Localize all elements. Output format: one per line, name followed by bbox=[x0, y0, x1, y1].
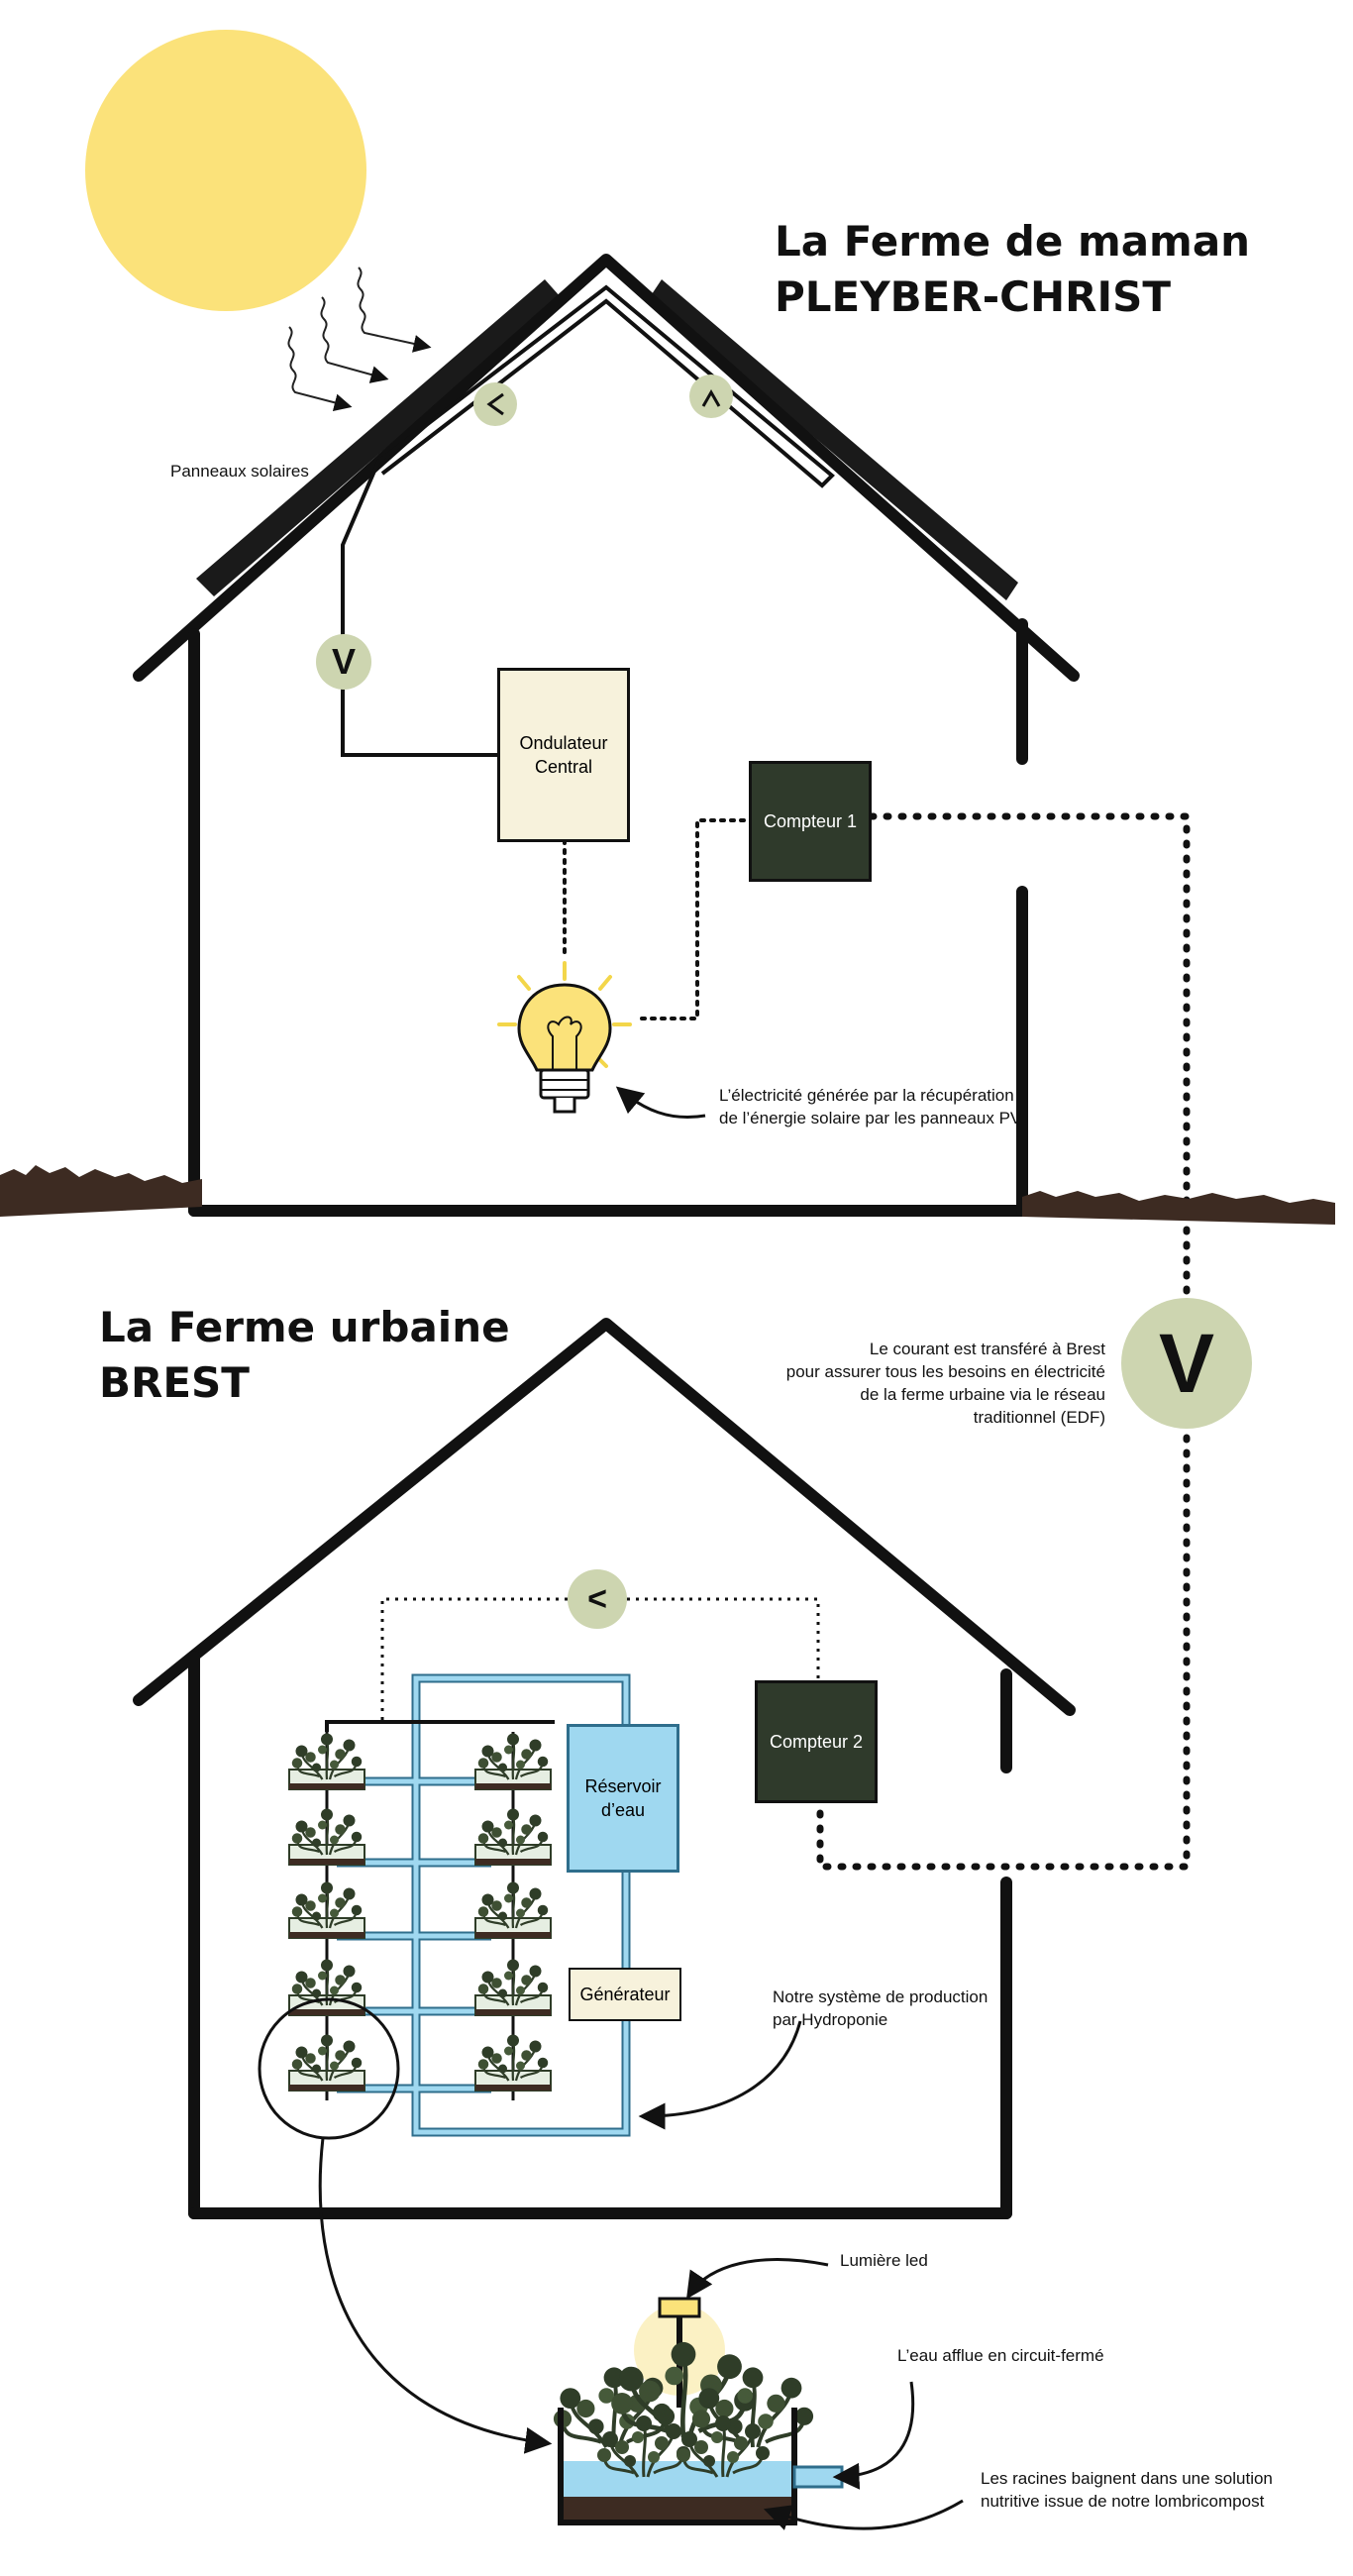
solar-panels bbox=[196, 279, 1018, 600]
roots-line1: Les racines baignent dans une solution bbox=[981, 2469, 1273, 2488]
arrow-down-symbol: V bbox=[331, 641, 356, 682]
water-tank: Réservoir d’eau bbox=[567, 1724, 679, 1873]
solar-panels-label: Panneaux solaires bbox=[170, 462, 309, 481]
meter-2-label: Compteur 2 bbox=[769, 1732, 864, 1752]
plant-trays-left bbox=[289, 1734, 364, 2092]
lightbulb-icon bbox=[497, 961, 632, 1114]
bulb-note-line1: L’électricité générée par la récupératio… bbox=[719, 1086, 1014, 1105]
hydro-line1: Notre système de production bbox=[773, 1987, 989, 2006]
house-bottom bbox=[133, 1318, 1076, 2219]
house-top bbox=[133, 254, 1080, 1217]
big-arrow-circle bbox=[1121, 1298, 1252, 1429]
zoom-arrow bbox=[318, 2137, 553, 2454]
transfer-line1: Le courant est transféré à Brest bbox=[869, 1340, 1105, 1358]
sun-icon bbox=[85, 30, 366, 311]
ground-top bbox=[0, 1165, 1335, 1225]
led-arrow bbox=[686, 2258, 829, 2300]
hydro-line2: par Hydroponie bbox=[773, 2010, 888, 2029]
tank-label-line2: d’eau bbox=[600, 1800, 646, 1820]
sun-rays bbox=[287, 267, 432, 412]
arrow-down-circle-label: V bbox=[316, 634, 371, 690]
bulb-note-arrow bbox=[615, 1086, 706, 1120]
farm-title-top: La Ferme de maman PLEYBER-CHRIST bbox=[775, 214, 1250, 325]
title-top-line2: PLEYBER-CHRIST bbox=[775, 272, 1171, 321]
inverter-label-line1: Ondulateur bbox=[519, 733, 608, 753]
transfer-line4: traditionnel (EDF) bbox=[973, 1408, 1105, 1427]
dotted-lines-top bbox=[563, 818, 751, 1020]
roots-line2: nutritive issue de notre lombricompost bbox=[981, 2492, 1265, 2511]
dotted-line-transfer bbox=[816, 812, 1191, 1871]
roots-arrow bbox=[763, 2499, 964, 2530]
bulb-note: L’électricité générée par la récupératio… bbox=[719, 1084, 1021, 1129]
water-loop-arrow bbox=[832, 2381, 915, 2490]
meter-2-box: Compteur 2 bbox=[755, 1680, 878, 1803]
big-arrow-down-label: V bbox=[1121, 1298, 1252, 1429]
inverter-box: Ondulateur Central bbox=[497, 668, 630, 842]
roots-note: Les racines baignent dans une solution n… bbox=[981, 2467, 1273, 2513]
small-arrow-circles bbox=[316, 375, 733, 690]
generator-label: Générateur bbox=[579, 1985, 671, 2004]
hydro-note: Notre système de production par Hydropon… bbox=[773, 1986, 988, 2031]
led-label: Lumière led bbox=[840, 2251, 928, 2270]
farm-title-bottom: La Ferme urbaine BREST bbox=[99, 1300, 510, 1411]
arrow-left-symbol: < bbox=[587, 1580, 607, 1618]
transfer-line2: pour assurer tous les besoins en électri… bbox=[785, 1362, 1105, 1381]
left-arrow-circle bbox=[568, 1569, 627, 1629]
hydro-arrow bbox=[638, 2020, 802, 2130]
meter-1-box: Compteur 1 bbox=[749, 761, 872, 882]
transfer-note: Le courant est transféré à Brest pour as… bbox=[773, 1338, 1105, 1429]
plant-trays-right bbox=[475, 1734, 551, 2092]
generator-box: Générateur bbox=[569, 1968, 681, 2021]
transfer-line3: de la ferme urbaine via le réseau bbox=[860, 1385, 1105, 1404]
tank-label-line1: Réservoir bbox=[584, 1776, 662, 1796]
meter-1-label: Compteur 1 bbox=[763, 811, 858, 831]
bulb-note-line2: de l’énergie solaire par les panneaux PV bbox=[719, 1109, 1022, 1127]
title-top-line1: La Ferme de maman bbox=[775, 217, 1251, 266]
big-arrow-down-symbol: V bbox=[1158, 1317, 1215, 1410]
arrow-left-label: < bbox=[568, 1569, 627, 1629]
title-bottom-line2: BREST bbox=[99, 1358, 250, 1407]
top-rail bbox=[325, 1720, 555, 1732]
water-loop-label: L’eau afflue en circuit-fermé bbox=[897, 2346, 1104, 2365]
title-bottom-line1: La Ferme urbaine bbox=[99, 1303, 510, 1351]
zoom-circle bbox=[258, 1997, 400, 2140]
inverter-label-line2: Central bbox=[534, 757, 593, 777]
detail-plant bbox=[551, 2342, 844, 2525]
